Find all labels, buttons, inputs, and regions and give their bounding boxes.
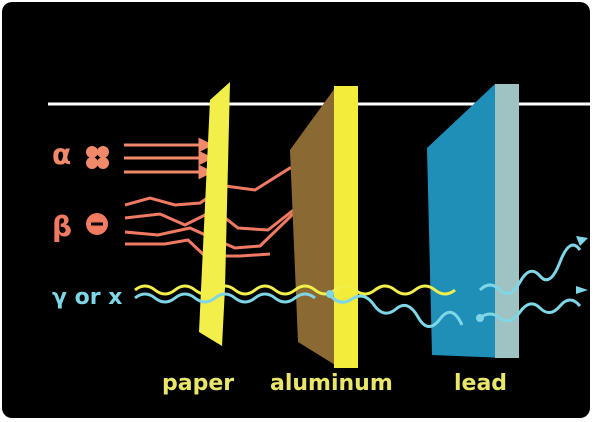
aluminum-label: aluminum (270, 371, 393, 396)
aluminum-barrier (290, 86, 358, 368)
paper-barrier (199, 82, 230, 346)
alpha-rays (124, 137, 214, 180)
alpha-label: α (52, 138, 71, 171)
gamma-x-rays (134, 236, 588, 328)
gamma-x-label: γ or x (52, 285, 122, 310)
paper-label: paper (162, 371, 234, 396)
beta-label: β (52, 210, 72, 243)
electron-icon (86, 213, 108, 235)
helium-nucleus-icon (86, 146, 109, 169)
lead-label: lead (454, 371, 507, 396)
lead-barrier (427, 84, 519, 358)
